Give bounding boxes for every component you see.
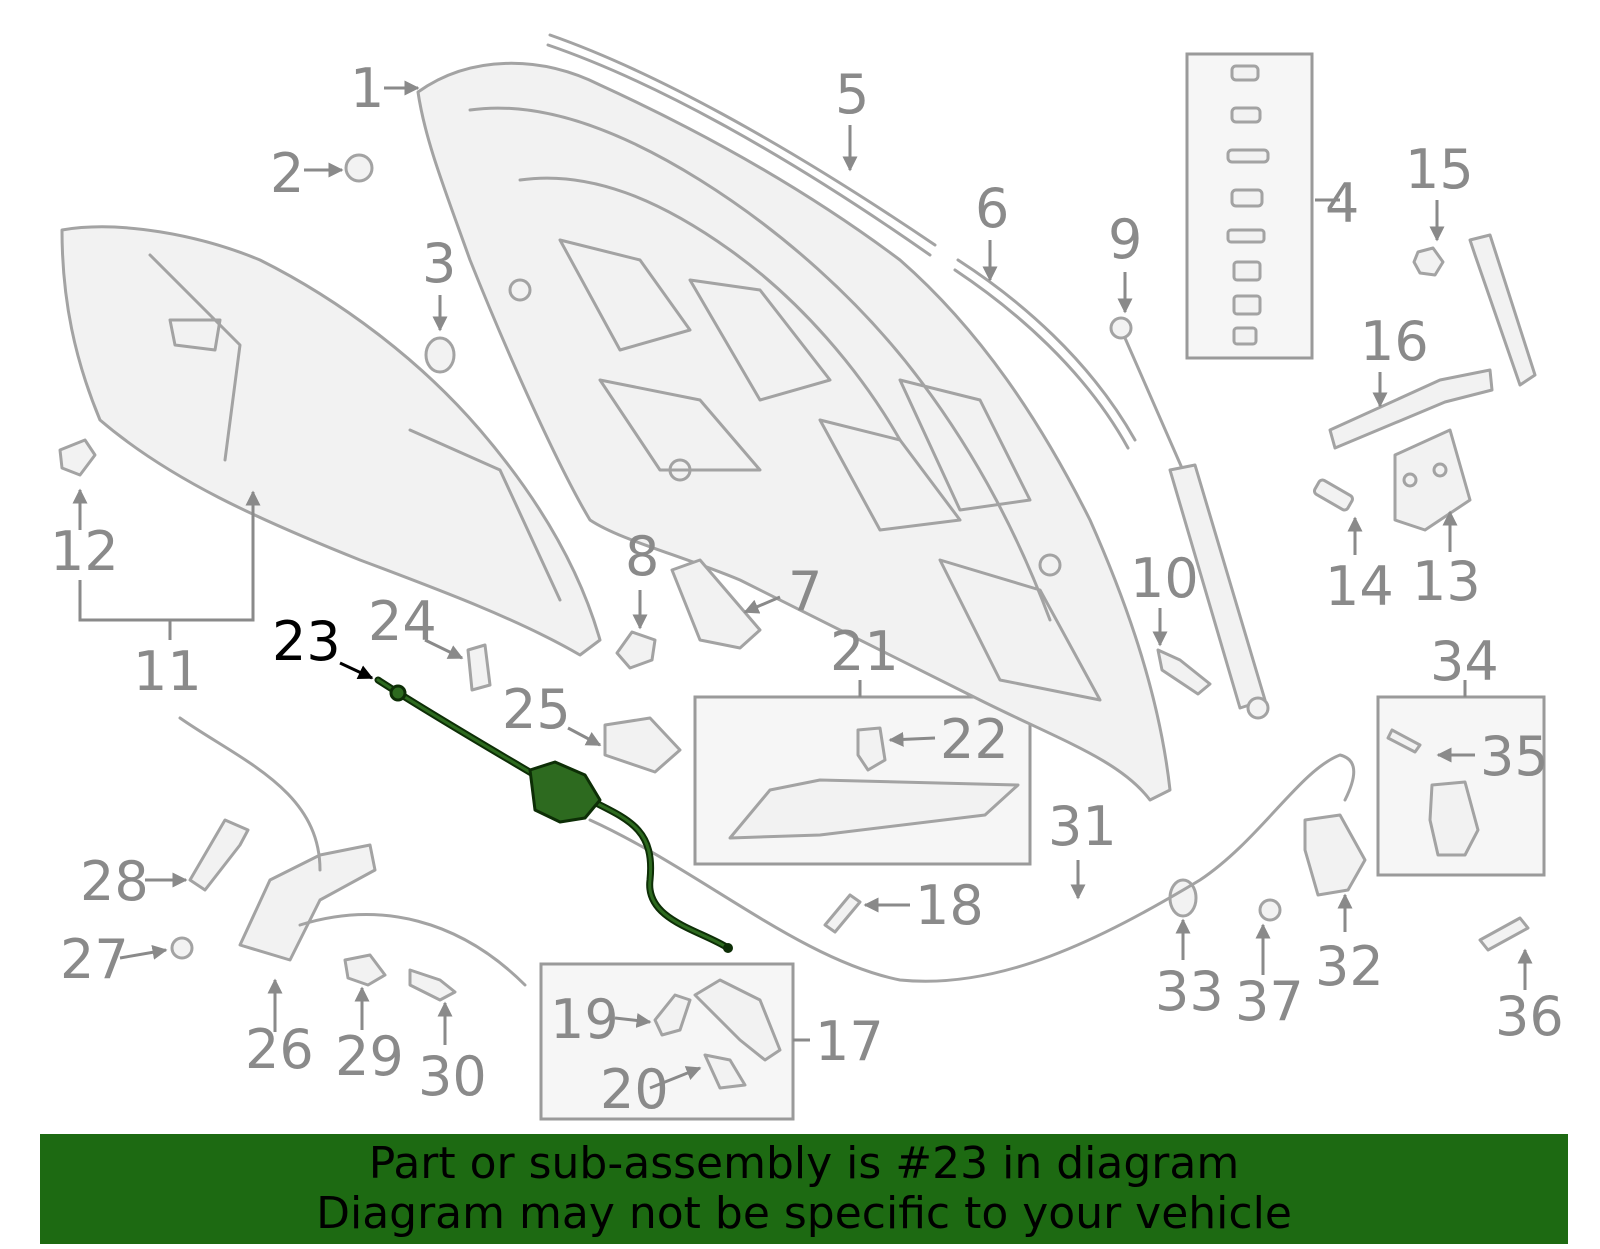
latch-bracket-7 xyxy=(670,558,762,650)
seal-strip-6 xyxy=(956,258,1137,442)
clip-8 xyxy=(615,630,657,670)
callout-36: 36 xyxy=(1495,985,1564,1048)
callout-16: 16 xyxy=(1360,310,1429,373)
banner-line-1: Part or sub-assembly is #23 in diagram xyxy=(368,1138,1240,1189)
screw-18 xyxy=(823,893,862,934)
clip-24 xyxy=(466,643,492,692)
hood-hinge xyxy=(1393,233,1537,532)
callout-37: 37 xyxy=(1235,970,1304,1033)
callout-5: 5 xyxy=(835,63,869,126)
bolt-35 xyxy=(1386,728,1422,754)
callout-4: 4 xyxy=(1325,172,1359,235)
callout-32: 32 xyxy=(1315,935,1384,998)
callout-20: 20 xyxy=(600,1058,669,1121)
hinge-bracket xyxy=(1328,368,1494,450)
leader-lines xyxy=(72,80,1533,1090)
cable-26 xyxy=(298,913,527,987)
bracket-17 xyxy=(693,978,782,1062)
callout-30: 30 xyxy=(418,1045,487,1108)
callout-24: 24 xyxy=(368,590,437,653)
banner-line-2: Diagram may not be specific to your vehi… xyxy=(316,1188,1292,1239)
hood-panel xyxy=(416,61,1172,802)
callout-3: 3 xyxy=(422,232,456,295)
callout-1: 1 xyxy=(350,57,384,120)
hood-insulator xyxy=(60,225,602,657)
callout-35: 35 xyxy=(1480,725,1549,788)
bracket-34 xyxy=(1428,780,1480,857)
callout-15: 15 xyxy=(1405,138,1474,201)
switch-20 xyxy=(703,1053,747,1090)
guide-25 xyxy=(603,716,682,774)
callout-10: 10 xyxy=(1130,547,1199,610)
buffer-10 xyxy=(1156,648,1212,696)
callout-31: 31 xyxy=(1048,795,1117,858)
bump-stop xyxy=(344,153,374,183)
callout-labels: 1 2 3 4 5 6 7 8 9 10 11 12 13 14 15 16 1… xyxy=(50,57,1564,1121)
callout-34: 34 xyxy=(1430,630,1499,693)
callout-9: 9 xyxy=(1108,208,1142,271)
callout-21: 21 xyxy=(830,620,899,683)
screw-27 xyxy=(170,936,194,960)
release-cable-11 xyxy=(178,716,322,872)
nut-15 xyxy=(1412,246,1445,277)
callout-27: 27 xyxy=(60,928,129,991)
callout-12: 12 xyxy=(50,520,119,583)
callout-7: 7 xyxy=(788,560,822,623)
handle-32 xyxy=(1303,813,1367,897)
clip-22 xyxy=(856,726,887,772)
seal-strip-5b xyxy=(546,43,932,257)
highlighted-release-cable-23 xyxy=(374,676,733,953)
callout-25: 25 xyxy=(502,678,571,741)
bolt-36 xyxy=(1478,916,1530,952)
gas-strut xyxy=(1109,316,1270,720)
handle-28 xyxy=(188,818,250,892)
callout-22: 22 xyxy=(940,708,1009,771)
bolt-14 xyxy=(1312,478,1354,512)
callout-18: 18 xyxy=(915,874,984,937)
callout-8: 8 xyxy=(625,525,659,588)
callout-29: 29 xyxy=(335,1025,404,1088)
clip-12 xyxy=(58,438,97,477)
callout-6: 6 xyxy=(975,177,1009,240)
latch-cover-21 xyxy=(728,778,1020,840)
bolt-30 xyxy=(408,968,457,1002)
screw-37 xyxy=(1258,898,1282,922)
seal-strip-5 xyxy=(548,33,937,247)
callout-17: 17 xyxy=(815,1010,884,1073)
seal-strip-6b xyxy=(953,268,1130,450)
release-cable-31 xyxy=(588,753,1356,983)
info-banner: Part or sub-assembly is #23 in diagram D… xyxy=(40,1134,1568,1244)
grommet xyxy=(424,336,456,374)
clip-29 xyxy=(343,953,387,987)
callout-26: 26 xyxy=(245,1018,314,1081)
callout-33: 33 xyxy=(1155,960,1224,1023)
callout-2: 2 xyxy=(270,142,304,205)
callout-19: 19 xyxy=(550,988,619,1051)
latch-26 xyxy=(238,843,377,962)
callout-13: 13 xyxy=(1412,550,1481,613)
fastener-set xyxy=(1226,64,1270,346)
callout-11: 11 xyxy=(133,640,202,703)
callout-14: 14 xyxy=(1325,555,1394,618)
callout-23: 23 xyxy=(272,610,341,673)
callout-28: 28 xyxy=(80,850,149,913)
clip-19 xyxy=(653,993,692,1037)
